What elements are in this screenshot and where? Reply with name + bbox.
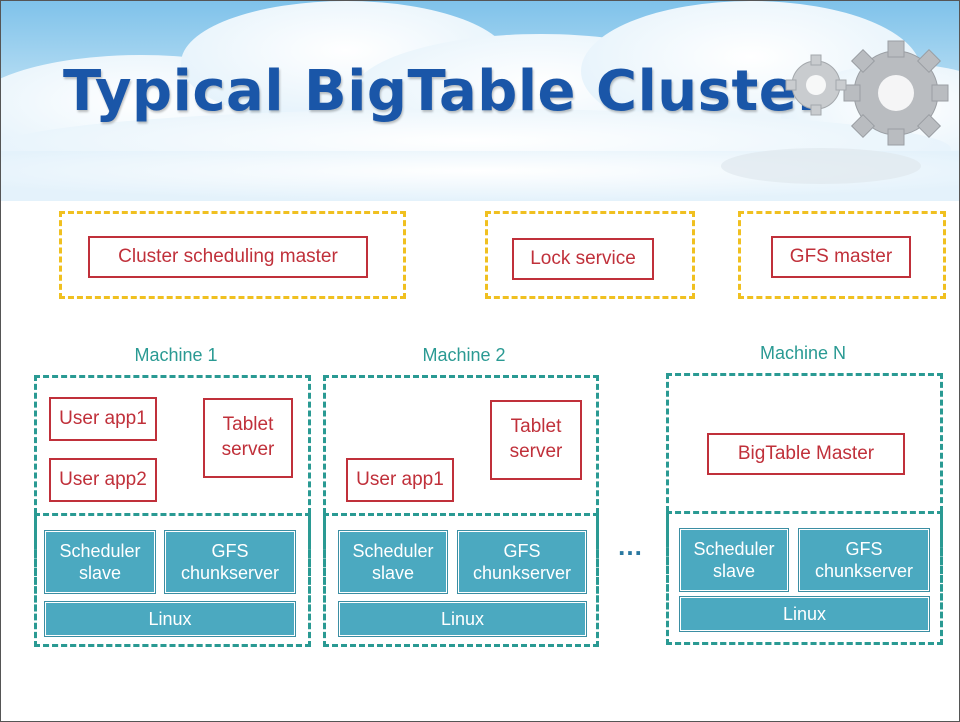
cluster-scheduling-master-box: Cluster scheduling master: [88, 236, 368, 278]
lock-service-box: Lock service: [512, 238, 654, 280]
gfs-master-box: GFS master: [771, 236, 911, 278]
user-app1-box: User app1: [49, 397, 157, 441]
more-machines-ellipsis: …: [617, 531, 645, 561]
bigtable-master-box: BigTable Master: [707, 433, 905, 475]
machine-2-label: Machine 2: [422, 345, 506, 365]
user-app1-box: User app1: [346, 458, 454, 502]
linux-block: Linux: [681, 598, 928, 630]
slide-title: Typical BigTable Cluster: [63, 59, 826, 124]
machine-2: User app1 Tablet server Scheduler slave …: [323, 375, 599, 647]
machine-2-infrastructure: Scheduler slave GFS chunkserver Linux: [323, 513, 599, 647]
scheduler-slave-block: Scheduler slave: [340, 532, 446, 592]
gears-icon: [785, 40, 949, 146]
scheduler-slave-block: Scheduler slave: [46, 532, 154, 592]
linux-block: Linux: [340, 603, 585, 635]
gfs-chunkserver-block: GFS chunkserver: [800, 530, 928, 590]
machine-1: User app1 User app2 Tablet server Schedu…: [34, 375, 311, 647]
machine-n-label: Machine N: [759, 343, 847, 363]
tablet-server-box: Tablet server: [490, 400, 582, 480]
gfs-chunkserver-block: GFS chunkserver: [166, 532, 294, 592]
service-container-gfs: GFS master: [738, 211, 946, 299]
machine-n: BigTable Master Scheduler slave GFS chun…: [666, 373, 943, 645]
linux-block: Linux: [46, 603, 294, 635]
user-app2-box: User app2: [49, 458, 157, 502]
gfs-chunkserver-block: GFS chunkserver: [459, 532, 585, 592]
service-container-cluster-scheduling: Cluster scheduling master: [59, 211, 406, 299]
scheduler-slave-block: Scheduler slave: [681, 530, 787, 590]
machine-1-infrastructure: Scheduler slave GFS chunkserver Linux: [34, 513, 311, 647]
service-container-lock: Lock service: [485, 211, 695, 299]
machine-n-infrastructure: Scheduler slave GFS chunkserver Linux: [666, 511, 943, 645]
tablet-server-box: Tablet server: [203, 398, 293, 478]
machine-1-label: Machine 1: [134, 345, 218, 365]
